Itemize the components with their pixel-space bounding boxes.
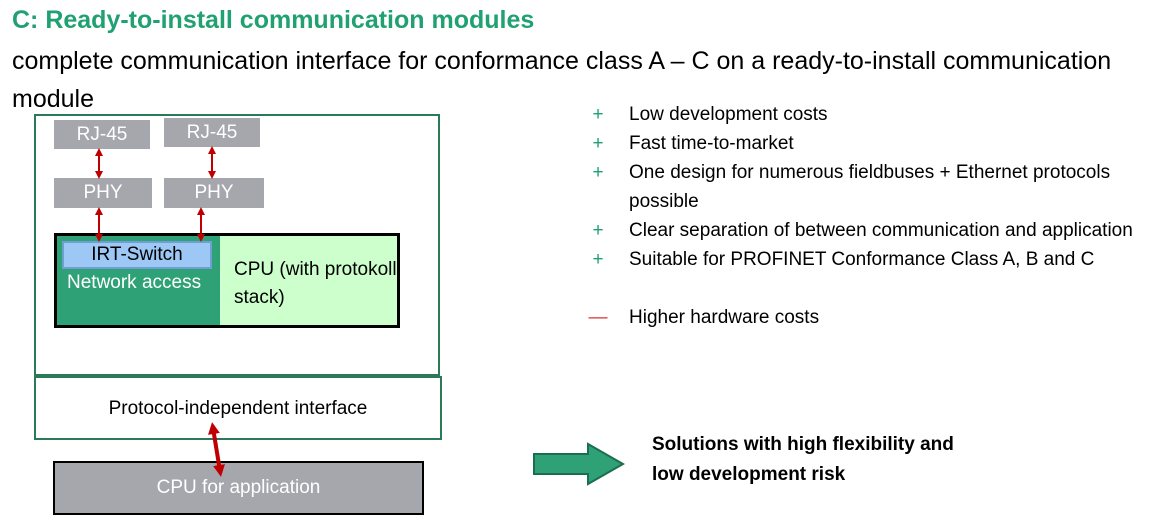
plus-icon: + <box>592 162 604 183</box>
conclusion-text: Solutions with high flexibility and low … <box>652 434 954 485</box>
right-arrow-icon <box>533 442 626 486</box>
advantage-item: + One design for numerous fieldbuses + E… <box>588 158 1148 216</box>
protocol-interface-label: Protocol-independent interface <box>108 398 368 419</box>
advantage-text: Fast time-to-market <box>629 133 794 154</box>
advantage-text: Clear separation of between communicatio… <box>629 220 1133 241</box>
advantage-item: + Clear separation of between communicat… <box>588 216 1148 245</box>
advantage-item: + Suitable for PROFINET Conformance Clas… <box>588 245 1148 274</box>
plus-icon: + <box>592 249 604 270</box>
list-spacer <box>588 274 1148 303</box>
disadvantage-item: — Higher hardware costs <box>588 303 1148 332</box>
pros-cons-list: + Low development costs + Fast time-to-m… <box>588 100 1148 332</box>
rj45-left-box: RJ-45 <box>54 120 150 149</box>
advantage-item: + Fast time-to-market <box>588 129 1148 158</box>
communication-module-frame <box>34 114 440 376</box>
phy-right-box: PHY <box>164 178 264 208</box>
advantage-item: + Low development costs <box>588 100 1148 129</box>
irt-switch-box: IRT-Switch <box>62 241 212 269</box>
advantage-text: One design for numerous fieldbuses + Eth… <box>629 162 1111 212</box>
plus-icon: + <box>592 133 604 154</box>
plus-icon: + <box>592 104 604 125</box>
advantage-text: Suitable for PROFINET Conformance Class … <box>629 249 1095 270</box>
application-cpu-box: CPU for application <box>53 461 424 515</box>
advantage-text: Low development costs <box>629 104 828 125</box>
cpu-stack-label: CPU (with protokoll stack) <box>234 259 397 308</box>
page-subtitle: complete communication interface for con… <box>12 47 1112 113</box>
disadvantage-text: Higher hardware costs <box>629 307 820 328</box>
protocol-interface-box <box>34 376 442 440</box>
phy-left-box: PHY <box>54 178 152 208</box>
page-title: C: Ready-to-install communication module… <box>12 6 535 34</box>
plus-icon: + <box>592 220 604 241</box>
network-access-label: Network access <box>67 272 202 293</box>
minus-icon: — <box>588 307 608 328</box>
rj45-right-box: RJ-45 <box>164 118 260 147</box>
